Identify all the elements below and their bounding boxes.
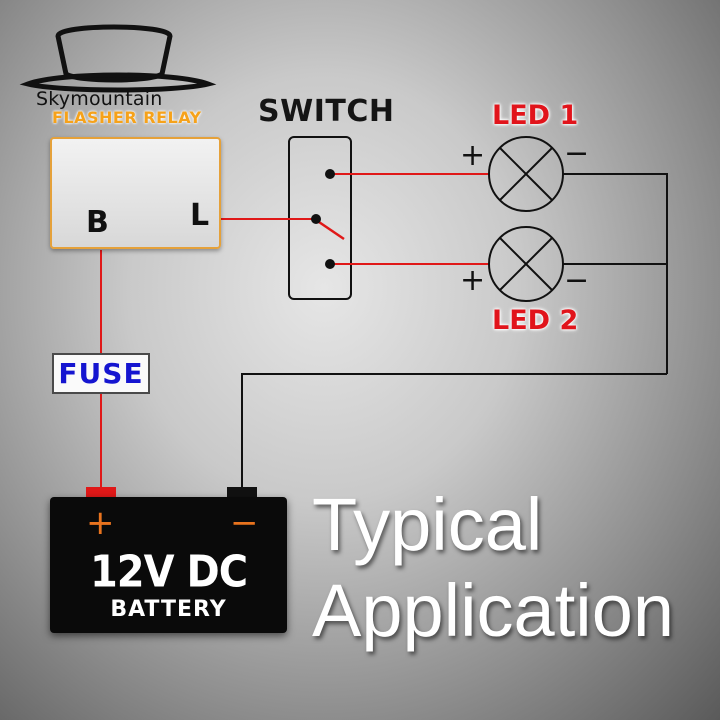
led2-lamp-icon <box>488 226 564 302</box>
led2-label: LED 2 <box>492 305 579 336</box>
battery-plus-sign: + <box>86 503 115 543</box>
wire-ground-to-battery <box>241 373 667 487</box>
wire-switch-lever <box>315 218 345 241</box>
fuse-label: FUSE <box>58 357 144 390</box>
headline-line1: Typical <box>312 483 543 566</box>
led1-label: LED 1 <box>492 100 579 131</box>
fuse: FUSE <box>52 353 150 394</box>
black-wires <box>241 173 668 487</box>
headline-line2: Application <box>312 569 675 652</box>
led2-minus: − <box>564 263 590 298</box>
flasher-relay <box>50 137 221 249</box>
switch-contacts <box>311 169 335 269</box>
led2-plus: + <box>460 263 486 298</box>
relay-title: FLASHER RELAY <box>52 108 202 127</box>
brand-name: Skymountain <box>36 88 163 110</box>
red-wires <box>100 173 490 487</box>
battery-voltage: 12V DC <box>89 546 248 598</box>
led1-plus: + <box>460 138 486 173</box>
battery-minus-sign: − <box>230 503 259 543</box>
battery-label: BATTERY <box>110 597 227 622</box>
led1-minus: − <box>564 136 590 171</box>
led1-lamp-icon <box>488 136 564 212</box>
battery-positive-post <box>86 487 116 498</box>
relay-terminal-b: B <box>86 205 109 240</box>
battery <box>50 497 287 633</box>
battery-negative-post <box>227 487 257 498</box>
wire-led1-negative <box>562 173 668 374</box>
brand-hat-icon <box>19 24 217 93</box>
switch-title: SWITCH <box>258 94 395 129</box>
relay-terminal-l: L <box>190 198 210 233</box>
